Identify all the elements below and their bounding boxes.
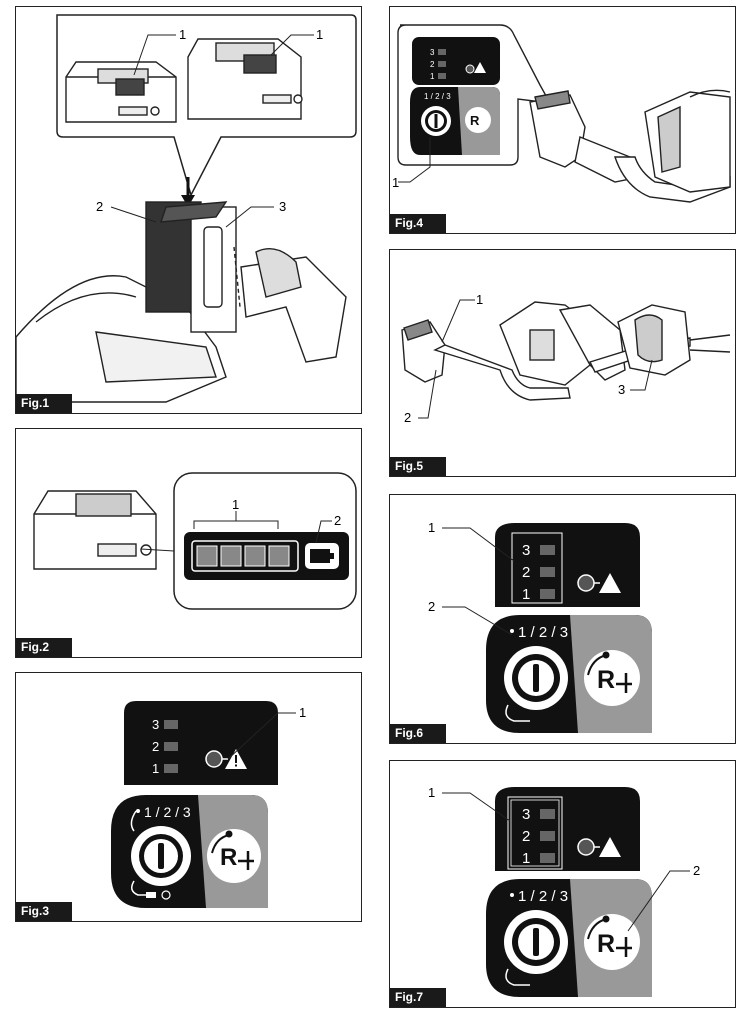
speed-select-label: 1 / 2 / 3 bbox=[518, 624, 568, 641]
callout-1: 1 bbox=[428, 785, 435, 800]
indicator-panel bbox=[124, 701, 278, 785]
fig6-panel: 3 2 1 1 / 2 / 3 R 1 2 bbox=[428, 520, 652, 733]
speed-level-1: 1 bbox=[152, 761, 159, 776]
callout-2: 2 bbox=[428, 599, 435, 614]
tool-handle bbox=[529, 89, 731, 203]
speed-level-1: 1 bbox=[430, 72, 435, 81]
svg-text:R: R bbox=[470, 113, 480, 128]
callout-1b: 1 bbox=[316, 27, 323, 42]
speed-level-3: 3 bbox=[152, 717, 159, 732]
fig7-panel: 3 2 1 1 / 2 / 3 R 1 2 bbox=[428, 785, 700, 997]
speed-level-1: 1 bbox=[522, 850, 530, 867]
svg-text:R: R bbox=[597, 666, 615, 694]
figure-2: 1 2 Fig.2 bbox=[15, 428, 362, 658]
callout-3: 3 bbox=[618, 382, 625, 397]
callout-1: 1 bbox=[232, 497, 239, 512]
figure-6: 3 2 1 1 / 2 / 3 R 1 2 Fig.6 bbox=[389, 494, 736, 744]
figure-7: 3 2 1 1 / 2 / 3 R 1 2 Fig.7 bbox=[389, 760, 736, 1008]
figure-tag: Fig.2 bbox=[16, 638, 72, 657]
fig5-illustration: 1 2 3 bbox=[401, 292, 731, 425]
callout-2: 2 bbox=[96, 199, 103, 214]
callout-1: 1 bbox=[392, 175, 399, 190]
fig1-illustration: 1 1 2 3 bbox=[16, 14, 357, 403]
figure-tag: Fig.6 bbox=[390, 724, 446, 743]
figure-tag: Fig.3 bbox=[16, 902, 72, 921]
callout-2: 2 bbox=[693, 863, 700, 878]
fig2-illustration: 1 2 bbox=[33, 472, 357, 610]
speed-level-2: 2 bbox=[522, 828, 530, 845]
fig4-illustration: 3 2 1 1 / 2 / 3 R 1 bbox=[392, 24, 731, 203]
power-icon bbox=[158, 843, 164, 869]
speed-level-3: 3 bbox=[522, 806, 530, 823]
callout-1a: 1 bbox=[179, 27, 186, 42]
speed-level-2: 2 bbox=[430, 60, 435, 69]
callout-2: 2 bbox=[334, 513, 341, 528]
charge-level-bars bbox=[191, 540, 299, 572]
callout-1: 1 bbox=[428, 520, 435, 535]
battery-status-icon bbox=[305, 543, 339, 569]
warning-lamp bbox=[205, 750, 223, 768]
speed-select-label: 1 / 2 / 3 bbox=[144, 804, 191, 820]
figure-5: 1 2 3 Fig.5 bbox=[389, 249, 736, 477]
callout-3: 3 bbox=[279, 199, 286, 214]
battery-right bbox=[187, 38, 303, 120]
speed-level-3: 3 bbox=[522, 542, 530, 559]
speed-select-label: 1 / 2 / 3 bbox=[518, 888, 568, 905]
speed-level-1: 1 bbox=[522, 586, 530, 603]
tool bbox=[401, 301, 731, 401]
speed-level-3: 3 bbox=[430, 48, 435, 57]
figure-tag: Fig.5 bbox=[390, 457, 446, 476]
figure-tag: Fig.1 bbox=[16, 394, 72, 413]
reverse-icon: R bbox=[220, 844, 237, 871]
tool-body bbox=[16, 201, 347, 403]
speed-select-label: 1 / 2 / 3 bbox=[424, 92, 451, 101]
figure-tag: Fig.7 bbox=[390, 988, 446, 1007]
figure-tag: Fig.4 bbox=[390, 214, 446, 233]
speed-level-2: 2 bbox=[152, 739, 159, 754]
callout-1: 1 bbox=[299, 705, 306, 720]
battery-left bbox=[65, 61, 177, 123]
figure-4: 3 2 1 1 / 2 / 3 R 1 Fig.4 bbox=[389, 6, 736, 234]
fig3-panel: 3 2 1 1 1 / 2 / 3 R bbox=[111, 701, 306, 908]
battery bbox=[33, 490, 157, 570]
callout-2: 2 bbox=[404, 410, 411, 425]
callout-1: 1 bbox=[476, 292, 483, 307]
figure-3: 3 2 1 1 1 / 2 / 3 R Fig.3 bbox=[15, 672, 362, 922]
figure-1: 1 1 2 3 Fig.1 bbox=[15, 6, 362, 414]
speed-level-2: 2 bbox=[522, 564, 530, 581]
svg-text:R: R bbox=[597, 930, 615, 958]
